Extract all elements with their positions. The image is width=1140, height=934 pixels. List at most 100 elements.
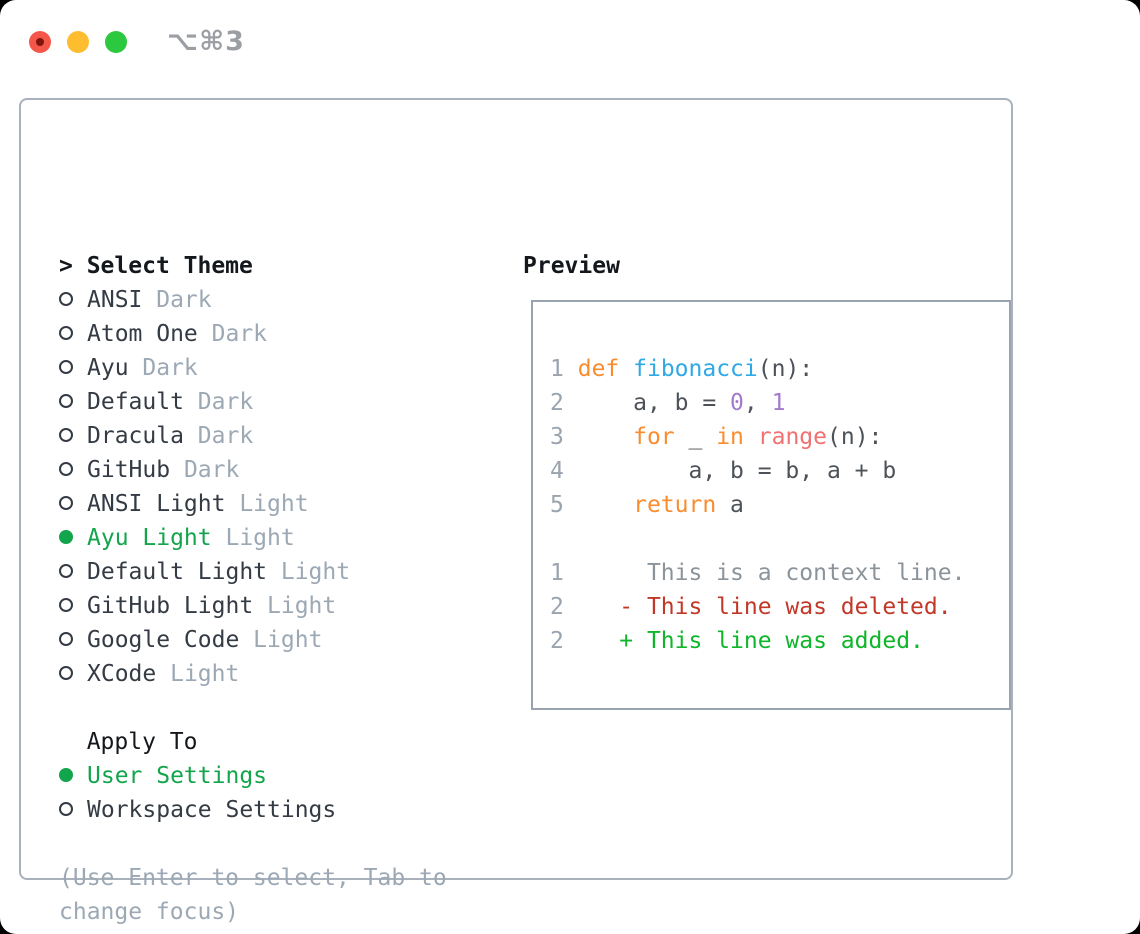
code-segment-plain: [619, 356, 633, 382]
code-segment-plain: _: [674, 424, 717, 450]
radio-icon: [59, 461, 73, 476]
code-segment-plain: a, b = b, a + b: [577, 458, 897, 484]
theme-variant-tag: Dark: [170, 457, 240, 483]
radio-selected-icon: [59, 767, 73, 782]
spacer-row: [59, 827, 447, 861]
theme-option[interactable]: GitHub Dark: [59, 453, 447, 487]
code-line: 2 a, b = 0, 1: [550, 386, 965, 420]
radio-icon: [59, 325, 73, 340]
diff-context-text: This is a context line.: [563, 560, 966, 586]
apply-option[interactable]: User Settings: [59, 759, 447, 793]
radio-icon: [59, 359, 73, 374]
theme-variant-tag: Light: [225, 491, 309, 517]
line-number: 3: [550, 424, 564, 450]
code-segment-plain: (n):: [827, 424, 883, 450]
radio-icon: [59, 801, 73, 816]
theme-variant-tag: Dark: [128, 355, 198, 381]
theme-option-label: ANSI: [87, 287, 143, 313]
radio-icon: [59, 631, 73, 646]
preview-title: Preview: [523, 253, 620, 279]
theme-option[interactable]: ANSI Dark: [59, 283, 447, 317]
line-number: 2: [550, 628, 564, 654]
theme-option-label: Ayu Light: [87, 525, 212, 551]
diff-line: 2 - This line was deleted.: [550, 590, 965, 624]
theme-option[interactable]: Google Code Light: [59, 623, 447, 657]
theme-option[interactable]: ANSI Light Light: [59, 487, 447, 521]
radio-icon: [59, 495, 73, 510]
hint-text: (Use Enter to select, Tab to: [59, 861, 447, 895]
theme-variant-tag: Light: [211, 525, 295, 551]
code-segment-function: fibonacci: [633, 356, 758, 382]
apply-option[interactable]: Workspace Settings: [59, 793, 447, 827]
close-button[interactable]: [29, 30, 51, 53]
select-theme-header-label: Select Theme: [86, 253, 253, 279]
code-segment-number: 1: [771, 390, 786, 416]
code-segment-plain: ,: [743, 390, 772, 416]
code-segment-plain: [744, 424, 758, 450]
theme-option[interactable]: GitHub Light Light: [59, 589, 447, 623]
code-segment-keyword: def: [577, 356, 620, 382]
theme-variant-tag: Light: [156, 661, 240, 687]
theme-option[interactable]: XCode Light: [59, 657, 447, 691]
theme-option[interactable]: Ayu Dark: [59, 351, 447, 385]
minimize-button[interactable]: [67, 30, 89, 53]
apply-option-label: User Settings: [87, 763, 268, 789]
code-segment-call: range: [757, 424, 828, 450]
line-number: 2: [550, 390, 564, 416]
theme-option[interactable]: Atom One Dark: [59, 317, 447, 351]
line-number: 1: [550, 560, 564, 586]
diff-line: 1 This is a context line.: [550, 556, 965, 590]
radio-selected-icon: [59, 529, 73, 544]
diff-added-text: + This line was added.: [563, 628, 924, 654]
code-segment-plain: a, b =: [577, 390, 731, 416]
apply-to-header: Apply To: [59, 725, 447, 759]
code-segment-number: 0: [730, 390, 744, 416]
theme-variant-tag: Dark: [183, 389, 254, 415]
theme-option-label: Default: [87, 389, 184, 415]
radio-icon: [59, 393, 73, 408]
theme-option[interactable]: Ayu Light Light: [59, 521, 447, 555]
theme-option-label: Google Code: [87, 627, 240, 653]
radio-icon: [59, 665, 73, 680]
theme-variant-tag: Dark: [142, 287, 212, 313]
close-button-dot: [36, 37, 44, 46]
theme-option-label: GitHub: [87, 457, 171, 483]
spacer-row: [550, 522, 965, 556]
theme-option-label: Ayu: [87, 355, 129, 381]
line-number: 4: [550, 458, 564, 484]
theme-variant-tag: Dark: [197, 321, 268, 347]
code-segment-plain: [578, 424, 633, 450]
diff-deleted-text: - This line was deleted.: [563, 594, 952, 620]
theme-option[interactable]: Dracula Dark: [59, 419, 447, 453]
window-titlebar: ⌥⌘3: [29, 26, 245, 57]
code-segment-plain: [578, 492, 633, 518]
code-segment-keyword: for: [633, 424, 675, 450]
theme-option-label: XCode: [87, 661, 157, 687]
theme-option[interactable]: Default Dark: [59, 385, 447, 419]
theme-variant-tag: Dark: [183, 423, 254, 449]
code-line: 5 return a: [550, 488, 965, 522]
theme-option-label: Dracula: [87, 423, 184, 449]
theme-option-label: ANSI Light: [87, 491, 226, 517]
apply-option-label: Workspace Settings: [87, 797, 337, 823]
radio-icon: [59, 291, 73, 306]
zoom-button[interactable]: [105, 30, 127, 53]
theme-option-label: Atom One: [87, 321, 198, 347]
code-segment-keyword: in: [716, 424, 744, 450]
line-number: 2: [550, 594, 564, 620]
code-line: 4 a, b = b, a + b: [550, 454, 965, 488]
radio-icon: [59, 427, 73, 442]
spacer-row: [59, 691, 447, 725]
radio-icon: [59, 597, 73, 612]
theme-option[interactable]: Default Light Light: [59, 555, 447, 589]
theme-variant-tag: Light: [267, 559, 351, 585]
focus-prompt-icon: >: [59, 253, 87, 279]
select-theme-header: > Select Theme: [59, 249, 447, 283]
theme-option-label: Default Light: [87, 559, 268, 585]
code-segment-plain: (n):: [757, 356, 814, 382]
